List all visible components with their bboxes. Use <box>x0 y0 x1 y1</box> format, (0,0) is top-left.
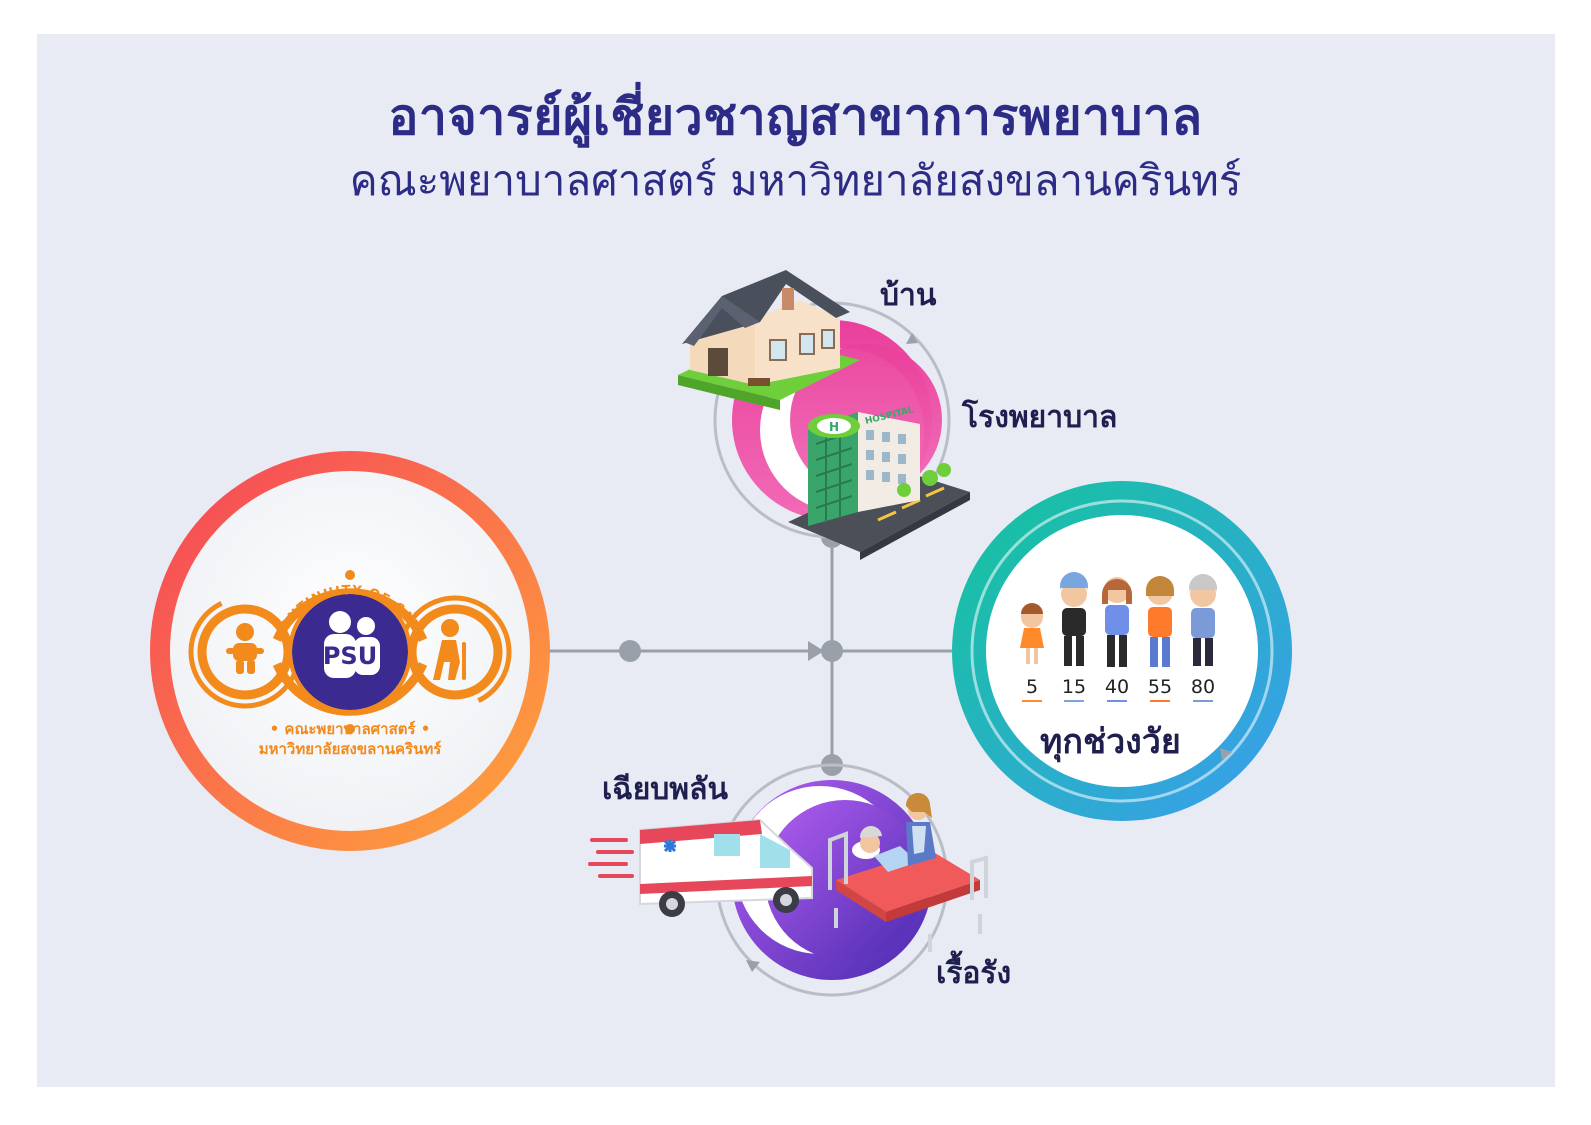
family-icon <box>324 611 380 678</box>
hospital-label: โรงพยาบาล <box>962 400 1118 435</box>
elder-icon <box>433 619 466 680</box>
connector-arrow-icon <box>808 641 824 661</box>
logo-line1: • คณะพยาบาลศาสตร์ • <box>270 720 431 738</box>
connector-lines <box>548 537 985 765</box>
home-hospital-node: H HOSPITAL <box>678 270 970 560</box>
people-icon-group <box>1020 572 1217 667</box>
age-label: 80 <box>1191 676 1215 698</box>
hospital-icon: H HOSPITAL <box>788 405 970 560</box>
age-label: 15 <box>1062 676 1086 698</box>
hospital-bed-icon <box>828 792 988 952</box>
age-label: 5 <box>1026 676 1038 698</box>
chronic-label: เรื้อรัง <box>936 956 1012 991</box>
acute-chronic-node: AMBULANCE <box>588 763 988 997</box>
emergency-label: เฉียบพลัน <box>602 772 728 807</box>
psu-badge-text: PSU <box>323 642 377 670</box>
age-labels: 5 15 40 55 80 <box>1026 676 1215 698</box>
home-label: บ้าน <box>880 278 937 313</box>
ambulance-text: AMBULANCE <box>660 873 716 882</box>
ambulance-icon: AMBULANCE <box>588 818 813 917</box>
all-ages-node: 5 15 40 55 80 <box>952 481 1292 821</box>
logo-line2: มหาวิทยาลัยสงขลานครินทร์ <box>259 740 443 758</box>
page-title: อาจารย์ผู้เชี่ยวชาญสาขาการพยาบาล <box>388 88 1203 146</box>
all-ages-label: ทุกช่วงวัย <box>1040 722 1181 762</box>
page-subtitle: คณะพยาบาลศาสตร์ มหาวิทยาลัยสงขลานครินทร์ <box>349 156 1242 205</box>
age-label: 40 <box>1105 676 1129 698</box>
logo-node: PSU CONTINUITY OF CARE • คณะพยาบาลศาสตร์… <box>150 451 550 851</box>
house-icon <box>678 270 860 410</box>
child-icon <box>226 623 264 674</box>
svg-text:H: H <box>829 420 839 434</box>
age-label: 55 <box>1148 676 1172 698</box>
